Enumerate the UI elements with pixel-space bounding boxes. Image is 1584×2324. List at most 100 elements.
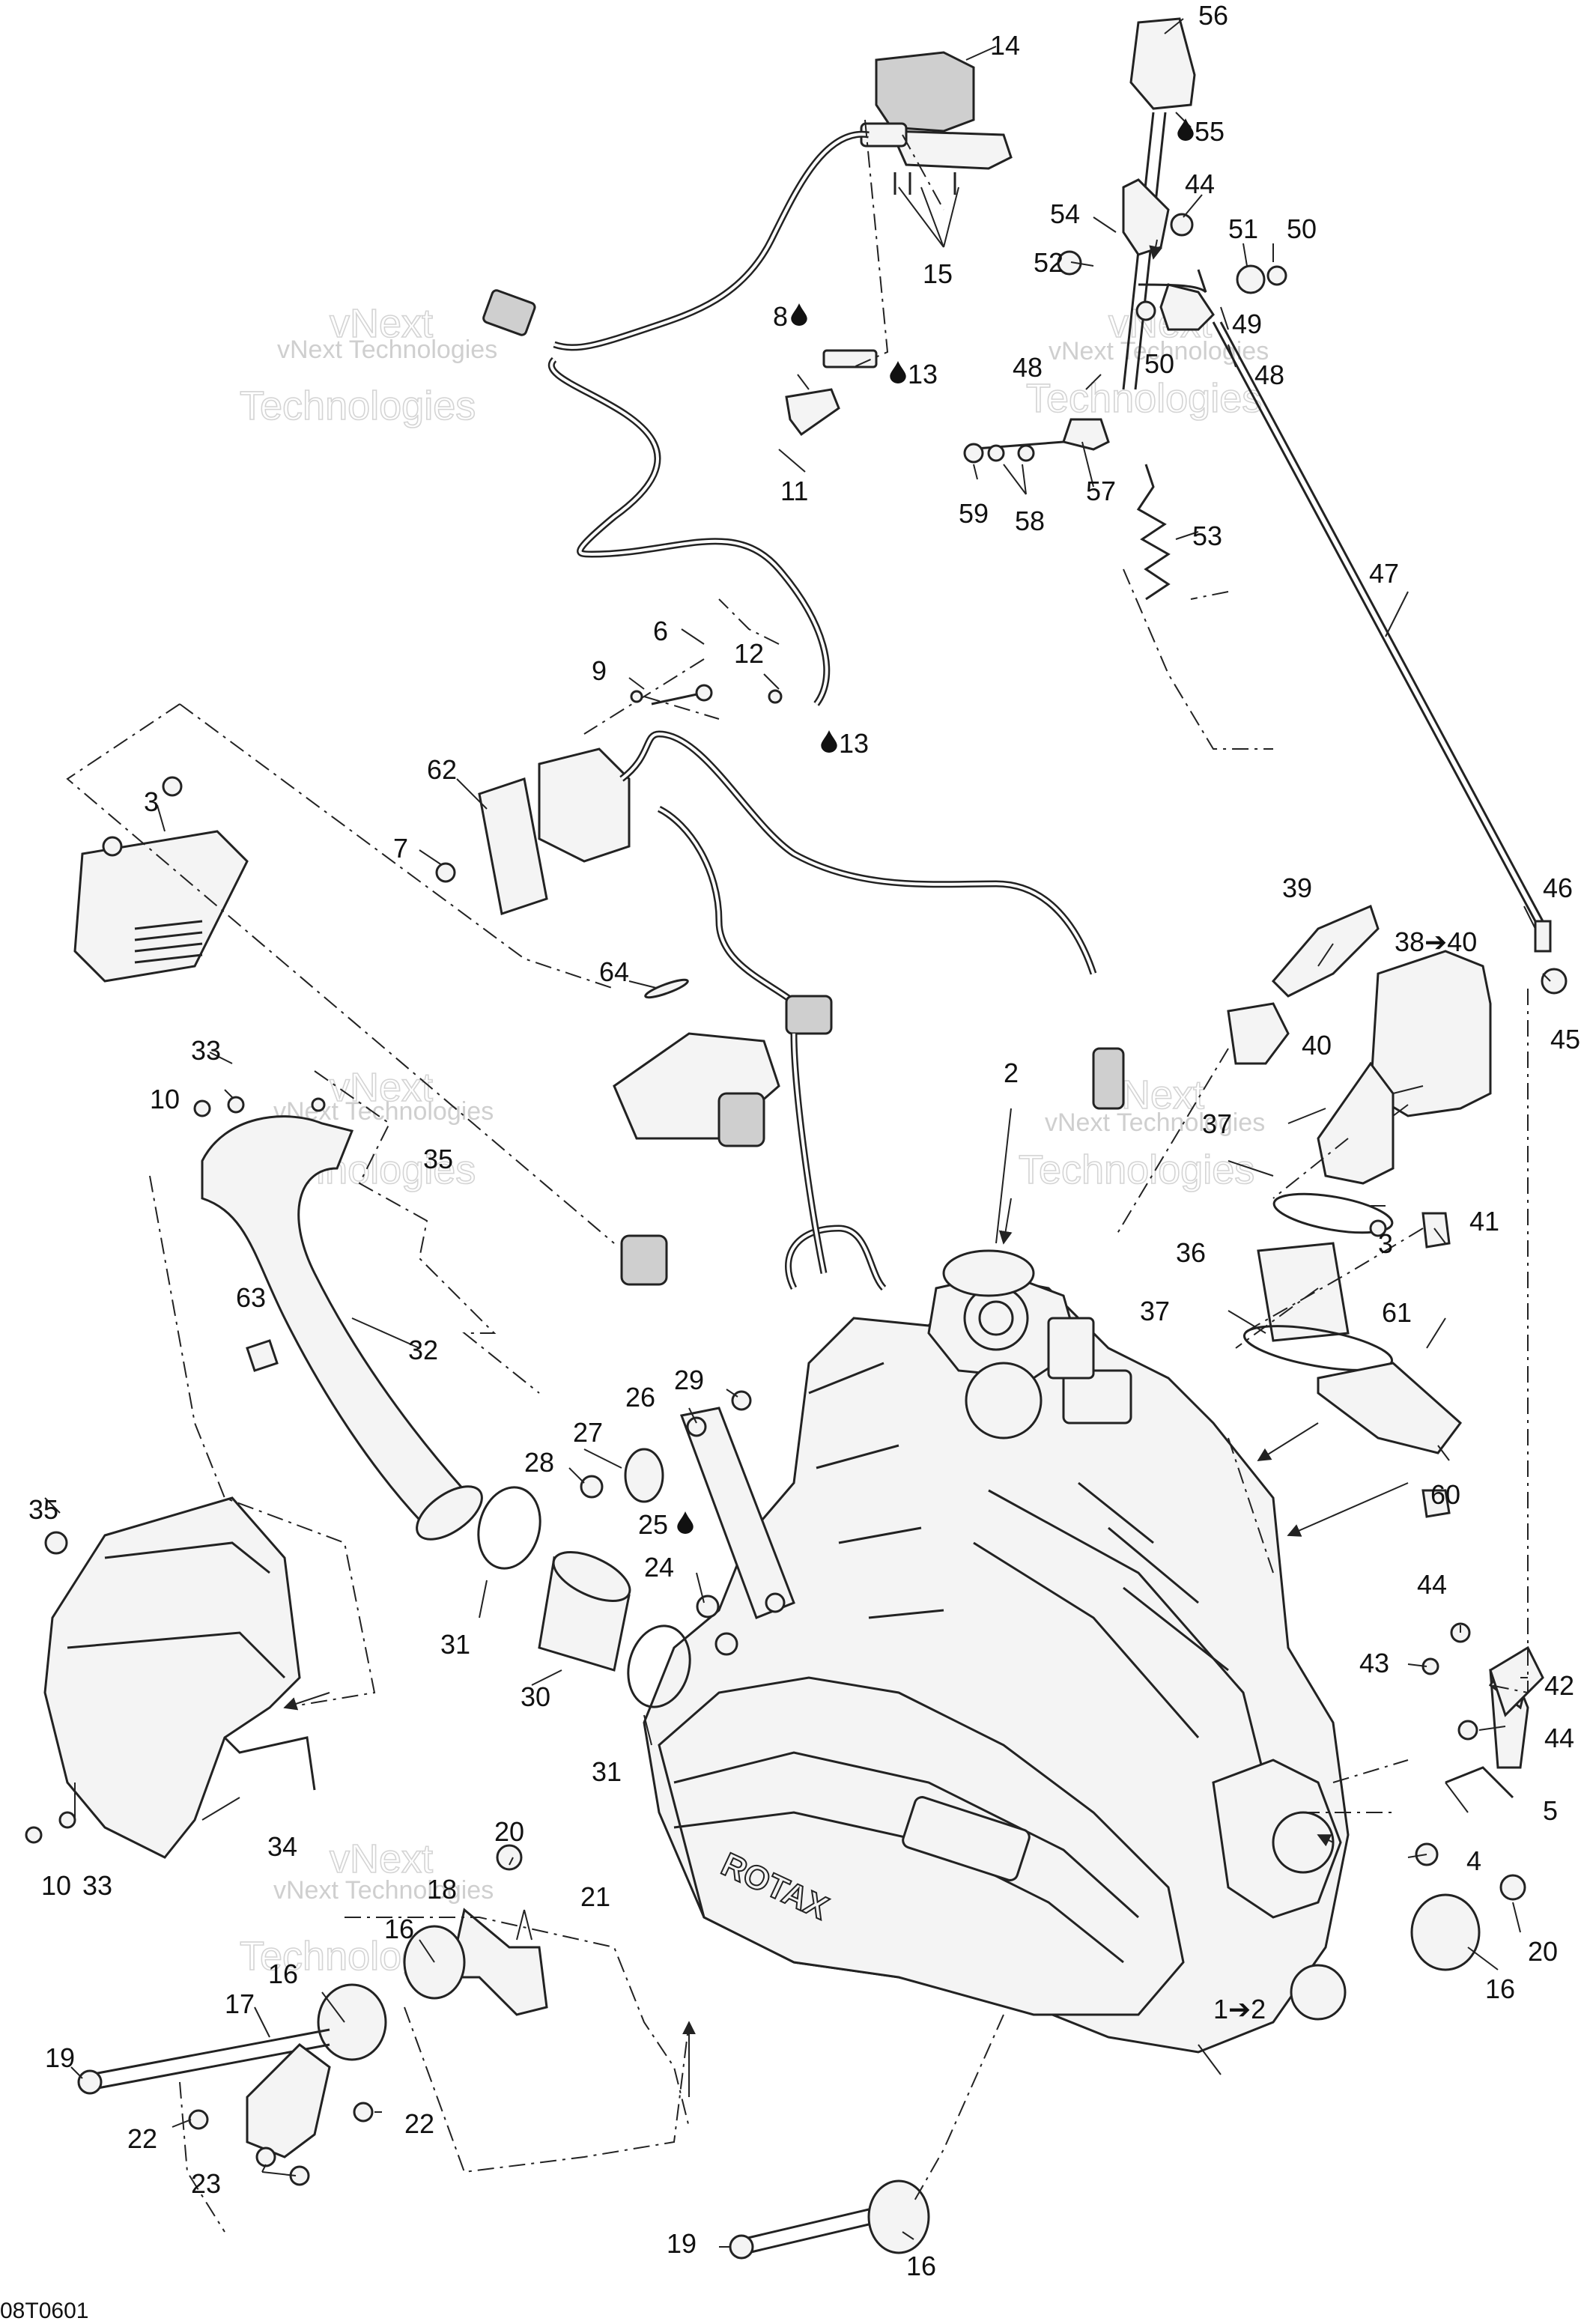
callout-10: 10 xyxy=(150,1084,180,1114)
control-module-14 xyxy=(860,51,1013,195)
callout-25: 25 xyxy=(638,1509,668,1540)
callout-12: 12 xyxy=(734,638,764,669)
watermark-word: vNext xyxy=(330,1065,433,1110)
watermark-word: Technologies xyxy=(1019,1147,1254,1192)
callout-22: 22 xyxy=(127,2123,157,2154)
callout-19: 19 xyxy=(45,2042,75,2073)
callout-30: 30 xyxy=(521,1681,550,1712)
fasteners xyxy=(25,684,1451,1844)
intake-hose-32 xyxy=(201,1115,466,1538)
callout-46: 46 xyxy=(1543,873,1573,903)
callout-6: 6 xyxy=(653,616,668,646)
callout-50: 50 xyxy=(1287,213,1317,244)
callout-44: 44 xyxy=(1185,169,1215,199)
callout-52: 52 xyxy=(1034,247,1063,278)
callout-20: 20 xyxy=(494,1816,524,1847)
callout-60: 60 xyxy=(1430,1479,1460,1510)
callout-31: 31 xyxy=(440,1629,470,1660)
callout-29: 29 xyxy=(674,1365,704,1395)
callout-28: 28 xyxy=(524,1447,554,1478)
callout-37: 37 xyxy=(1140,1296,1170,1326)
callout-24: 24 xyxy=(644,1552,674,1583)
callout-13: 13 xyxy=(839,728,869,759)
callout-7: 7 xyxy=(393,833,408,864)
callout-31: 31 xyxy=(592,1756,622,1787)
callout-40: 40 xyxy=(1302,1030,1332,1061)
callout-54: 54 xyxy=(1050,198,1080,229)
engine-mount-left xyxy=(77,1844,548,2186)
callout-48: 48 xyxy=(1254,359,1284,390)
diagram-code: 08T0601 xyxy=(0,2299,88,2323)
callout-44: 44 xyxy=(1417,1569,1447,1600)
shift-lever-assembly xyxy=(963,17,1287,601)
callout-34: 34 xyxy=(267,1831,297,1862)
watermark-word: vNext xyxy=(330,1836,433,1881)
callout-35: 35 xyxy=(423,1144,453,1174)
callout-20: 20 xyxy=(1528,1936,1558,1967)
watermark-word: vNext xyxy=(330,301,433,346)
callout-9: 9 xyxy=(592,655,607,686)
callout-32: 32 xyxy=(408,1335,438,1365)
callout-16: 16 xyxy=(1485,1973,1515,2004)
callout-21: 21 xyxy=(580,1881,610,1912)
callout-33: 33 xyxy=(191,1035,221,1066)
callout-22: 22 xyxy=(404,2108,434,2139)
callout-59: 59 xyxy=(959,498,989,529)
callout-50: 50 xyxy=(1144,348,1174,379)
assembly-lines xyxy=(66,119,1529,2233)
callout-3: 3 xyxy=(1378,1228,1393,1259)
callout-37: 37 xyxy=(1202,1108,1232,1139)
ecu-module xyxy=(73,776,249,983)
throttle-body xyxy=(942,1249,1095,1380)
callout-17: 17 xyxy=(225,1988,255,2019)
callout-38-to-40: 38➔40 xyxy=(1395,926,1477,957)
callout-18: 18 xyxy=(427,1874,457,1905)
callout-49: 49 xyxy=(1232,309,1262,339)
callout-41: 41 xyxy=(1469,1206,1499,1237)
watermark-word: Technologies xyxy=(1026,376,1262,421)
callout-13: 13 xyxy=(908,359,938,389)
bracket-42 xyxy=(1489,1645,1544,1717)
arrow-icon xyxy=(283,239,1409,2097)
callout-3: 3 xyxy=(144,786,159,817)
callout-33: 33 xyxy=(82,1870,112,1901)
callout-19: 19 xyxy=(667,2228,697,2259)
watermark-word: Technologies xyxy=(240,383,476,428)
callout-53: 53 xyxy=(1192,521,1222,551)
callout-51: 51 xyxy=(1228,213,1258,244)
bracket-26 xyxy=(679,1407,795,1619)
callout-15: 15 xyxy=(923,258,953,289)
callout-16: 16 xyxy=(268,1959,298,1989)
callout-44: 44 xyxy=(1544,1723,1574,1753)
callout-1-to-2: 1➔2 xyxy=(1213,1994,1266,2024)
callout-56: 56 xyxy=(1198,0,1228,31)
callout-2: 2 xyxy=(1004,1058,1019,1088)
callout-42: 42 xyxy=(1544,1670,1574,1701)
callout-26: 26 xyxy=(625,1382,655,1413)
callout-11: 11 xyxy=(780,476,808,506)
callout-58: 58 xyxy=(1015,506,1045,536)
callout-55: 55 xyxy=(1195,116,1225,147)
callout-10: 10 xyxy=(41,1870,71,1901)
watermark-line: vNext Technologies xyxy=(277,336,497,364)
callout-5: 5 xyxy=(1543,1795,1558,1826)
callout-8: 8 xyxy=(773,301,788,332)
watermark-line: vNext Technologies xyxy=(1045,1108,1265,1137)
intake-duct-right xyxy=(1227,904,1492,1454)
callout-39: 39 xyxy=(1282,873,1312,903)
callout-16: 16 xyxy=(906,2251,936,2281)
engine-assembly xyxy=(643,1225,1350,2054)
rod-end-46 xyxy=(1534,920,1552,953)
callout-14: 14 xyxy=(990,30,1020,61)
callout-36: 36 xyxy=(1176,1237,1206,1268)
callout-35: 35 xyxy=(28,1494,58,1525)
callout-4: 4 xyxy=(1466,1845,1481,1876)
callout-57: 57 xyxy=(1086,476,1116,506)
ignition-coil-assembly xyxy=(478,730,1125,1274)
callout-63: 63 xyxy=(236,1282,266,1313)
callout-47: 47 xyxy=(1369,558,1399,589)
callout-64: 64 xyxy=(599,956,629,987)
shift-rod-47 xyxy=(1212,321,1537,922)
